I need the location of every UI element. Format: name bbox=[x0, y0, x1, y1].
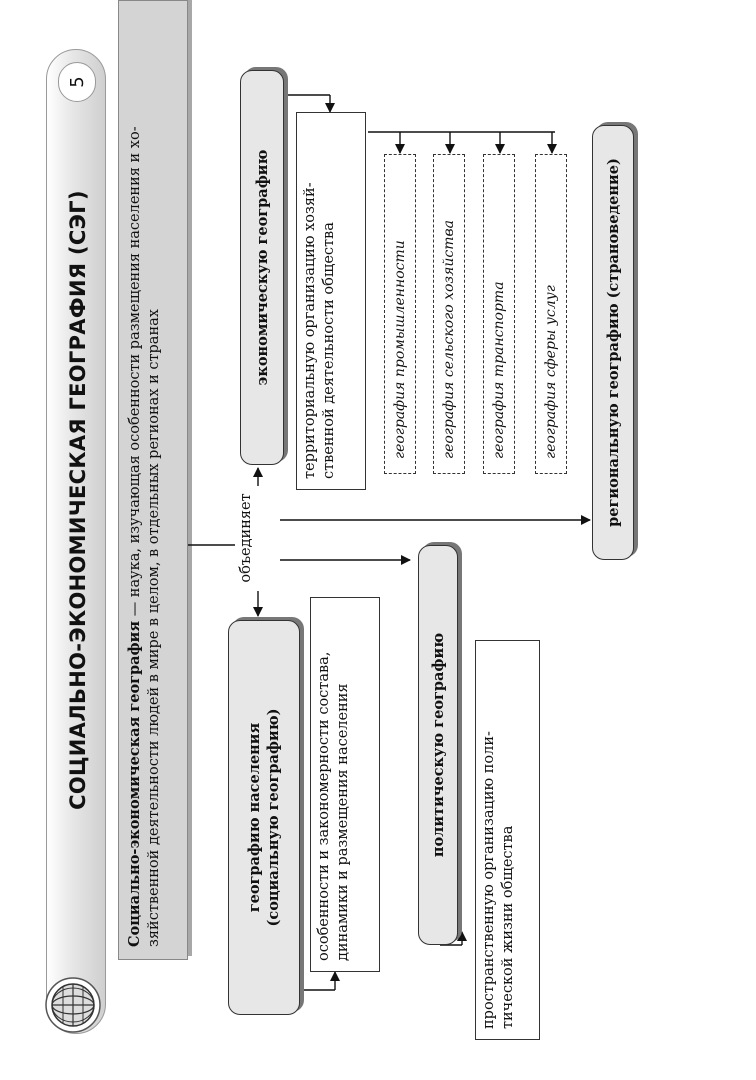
population-desc-line-1: особенности и закономерности состава, bbox=[316, 651, 332, 961]
subfield-services: география сферы услуг bbox=[535, 154, 567, 474]
population-geography-box: географию населения (социальную географи… bbox=[228, 620, 300, 1015]
political-desc-line-1: пространственную организацию поли- bbox=[481, 731, 497, 1029]
regional-geography-box: региональную географию (страноведение) bbox=[592, 125, 634, 560]
political-geography-title: политическую географию bbox=[429, 632, 447, 858]
population-geography-desc: особенности и закономерности состава, ди… bbox=[310, 597, 380, 972]
population-desc-line-2: динамики и размещения населения bbox=[335, 683, 351, 961]
population-geography-title-2: (социальную географию) bbox=[265, 708, 282, 927]
subfield-agriculture: география сельского хозяйства bbox=[433, 154, 465, 474]
subfield-industry: география промышленности bbox=[384, 154, 416, 474]
regional-geography-title: региональную географию (страноведение) bbox=[604, 158, 622, 527]
economic-desc-line-2: ственной деятельности общества bbox=[321, 222, 337, 479]
economic-geography-desc: территориальную организацию хозяй- ствен… bbox=[296, 112, 366, 490]
economic-geography-box: экономическую географию bbox=[240, 70, 284, 465]
political-geography-desc: пространственную организацию поли- тичес… bbox=[475, 640, 540, 1040]
political-desc-line-2: тической жизни общества bbox=[500, 825, 516, 1029]
population-geography-title-1: географию населения bbox=[246, 722, 263, 913]
economic-geography-title: экономическую географию bbox=[253, 149, 271, 386]
subfield-transport: география транспорта bbox=[483, 154, 515, 474]
globe-icon bbox=[44, 976, 102, 1034]
unites-label: объединяет bbox=[235, 488, 257, 588]
economic-desc-line-1: территориальную организацию хозяй- bbox=[302, 182, 318, 479]
political-geography-box: политическую географию bbox=[418, 545, 458, 945]
